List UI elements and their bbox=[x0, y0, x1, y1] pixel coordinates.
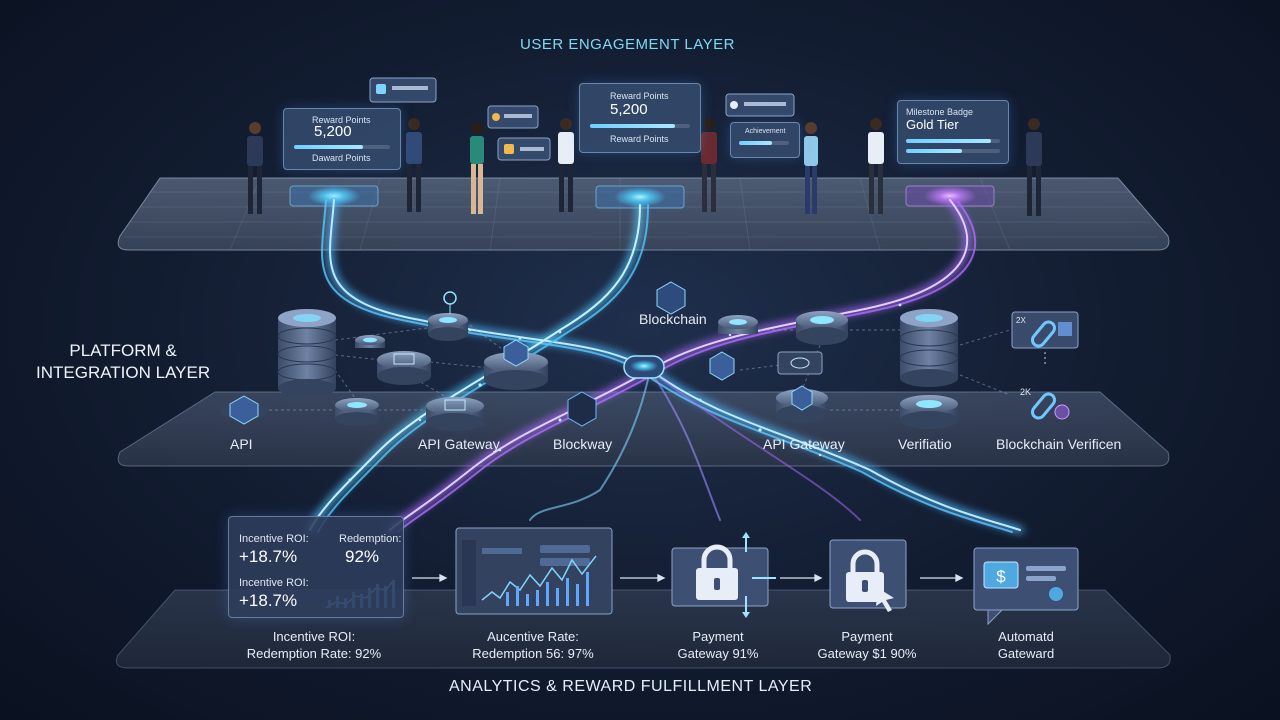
caption-line1: Payment bbox=[668, 628, 768, 645]
blockchain-label: Blockchain bbox=[639, 311, 707, 327]
card-value: Gold Tier bbox=[906, 117, 959, 132]
milestone-badge-card[interactable]: Milestone Badge Gold Tier bbox=[897, 100, 1009, 164]
metric-label: Incentive ROI: bbox=[239, 577, 309, 589]
caption-aucentive-rate: Aucentive Rate: Redemption 56: 97% bbox=[468, 628, 598, 662]
chain-badge-label: 2X bbox=[1016, 316, 1026, 325]
caption-line1: Aucentive Rate: bbox=[468, 628, 598, 645]
metric-value: +18.7% bbox=[239, 591, 297, 611]
progress-bar bbox=[739, 141, 789, 145]
analytics-layer-title: ANALYTICS & REWARD FULFILLMENT LAYER bbox=[449, 678, 812, 696]
caption-line1: Automatd bbox=[976, 628, 1076, 645]
api-gateway-left-label: API Gateway bbox=[418, 436, 500, 452]
card-subtitle: Reward Points bbox=[610, 134, 669, 144]
blockchain-verification-label: Blockchain Verificen bbox=[996, 436, 1121, 452]
server-stack-icon bbox=[278, 309, 336, 397]
platform-layer-title-line1: PLATFORM & bbox=[36, 340, 210, 362]
caption-automated-gateway: Automatd Gateward bbox=[976, 628, 1076, 662]
caption-line1: Incentive ROI: bbox=[244, 628, 384, 645]
metric-label: Redemption: bbox=[339, 533, 401, 545]
progress-bar bbox=[906, 139, 1000, 143]
api-label: API bbox=[230, 436, 253, 452]
reward-points-card[interactable]: Reward Points 5,200 Reward Points bbox=[579, 83, 701, 153]
card-value: 5,200 bbox=[314, 123, 352, 140]
caption-line1: Payment bbox=[812, 628, 922, 645]
caption-line2: Gateway $1 90% bbox=[812, 645, 922, 662]
engagement-layer-title: USER ENGAGEMENT LAYER bbox=[520, 36, 735, 53]
integration-platform bbox=[118, 392, 1169, 466]
blockway-label: Blockway bbox=[553, 436, 612, 452]
chart-icon bbox=[456, 528, 612, 614]
svg-text:$: $ bbox=[996, 567, 1006, 586]
caption-line2: Gateward bbox=[976, 645, 1076, 662]
bubble-text: Achievement bbox=[745, 128, 785, 135]
verification-label: Verifiatio bbox=[898, 436, 952, 452]
achievement-bubble[interactable]: Achievement bbox=[730, 122, 800, 158]
chain-badge-label: 2K bbox=[1020, 387, 1031, 397]
metric-value: +18.7% bbox=[239, 547, 297, 567]
platform-layer-title-line2: INTEGRATION LAYER bbox=[36, 362, 210, 384]
card-subtitle: Daward Points bbox=[312, 153, 371, 163]
caption-incentive-roi: Incentive ROI: Redemption Rate: 92% bbox=[244, 628, 384, 662]
progress-bar bbox=[906, 149, 1000, 153]
platform-layer-title: PLATFORM & INTEGRATION LAYER bbox=[36, 340, 210, 384]
server-stack-icon bbox=[900, 309, 958, 387]
caption-line2: Redemption Rate: 92% bbox=[244, 645, 384, 662]
card-title: Milestone Badge bbox=[906, 107, 973, 117]
metric-label: Incentive ROI: bbox=[239, 533, 309, 545]
progress-bar bbox=[294, 145, 390, 149]
caption-line2: Redemption 56: 97% bbox=[468, 645, 598, 662]
card-value: 5,200 bbox=[610, 101, 648, 118]
metric-value: 92% bbox=[345, 547, 379, 567]
api-gateway-right-label: API Gateway bbox=[763, 436, 845, 452]
caption-payment-gateway-2: Payment Gateway $1 90% bbox=[812, 628, 922, 662]
caption-payment-gateway: Payment Gateway 91% bbox=[668, 628, 768, 662]
caption-line2: Gateway 91% bbox=[668, 645, 768, 662]
card-title: Reward Points bbox=[610, 91, 669, 101]
progress-bar bbox=[590, 124, 690, 128]
reward-points-card[interactable]: Reward Points 5,200 Daward Points bbox=[283, 108, 401, 170]
incentive-roi-panel[interactable]: Incentive ROI: +18.7% Redemption: 92% In… bbox=[228, 516, 404, 618]
